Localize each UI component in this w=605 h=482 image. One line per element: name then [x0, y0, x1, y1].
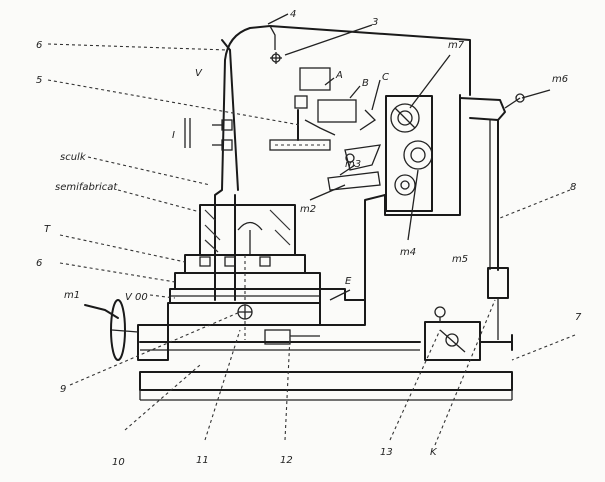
label-9: 9 [60, 384, 66, 395]
machine-column [214, 25, 471, 301]
base-bed [139, 371, 513, 401]
label-m6: m6 [552, 74, 568, 85]
gearbox [385, 95, 433, 212]
label-T: T [44, 224, 51, 235]
label-m4: m4 [400, 247, 416, 258]
label-K: K [430, 447, 438, 458]
label-5: 5 [36, 75, 42, 86]
label-m3-top: m3 [345, 159, 361, 170]
label-I: I [172, 130, 175, 141]
label-6-top: 6 [36, 40, 42, 51]
label-8: 8 [570, 182, 576, 193]
label-m5: m5 [452, 254, 468, 265]
label-semifabricat: semifabricat [55, 182, 118, 193]
label-10: 10 [112, 457, 125, 468]
label-13: 13 [380, 447, 393, 458]
label-4: 4 [290, 9, 296, 20]
right-rod [459, 93, 525, 340]
label-V: V [195, 68, 203, 79]
label-m1: m1 [64, 290, 80, 301]
table-stack [167, 254, 321, 340]
tool-head [269, 67, 382, 191]
label-V00: V 00 [125, 292, 148, 303]
label-sculk: sculk [60, 152, 87, 163]
labels: 4 3 6 V A B C 5 m7 m6 I sculk m3 semifab… [36, 9, 582, 468]
label-E: E [345, 276, 352, 287]
knee [264, 288, 366, 345]
column-clamps [184, 118, 233, 151]
label-12: 12 [280, 455, 293, 466]
label-B: B [362, 78, 369, 89]
label-11: 11 [196, 455, 209, 466]
label-C: C [382, 72, 389, 83]
label-3: 3 [372, 17, 378, 28]
lead-screw [84, 299, 513, 361]
leader-lines [47, 13, 576, 446]
label-7: 7 [575, 312, 582, 323]
label-6: 6 [36, 258, 42, 269]
label-A: A [335, 70, 343, 81]
label-m7: m7 [448, 40, 465, 51]
label-m2: m2 [300, 204, 316, 215]
